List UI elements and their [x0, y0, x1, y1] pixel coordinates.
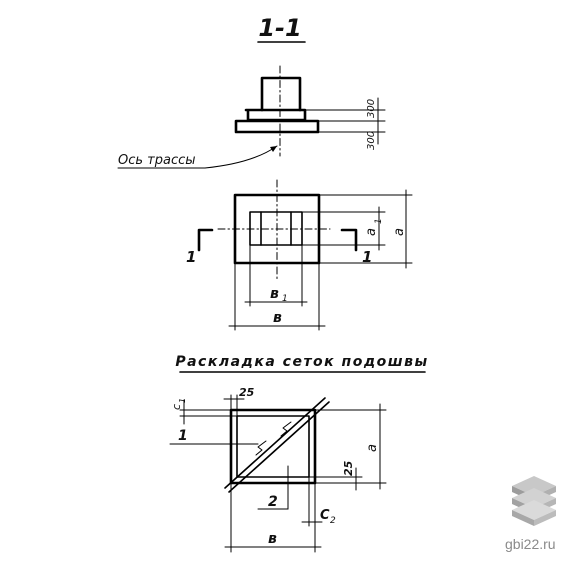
mesh-title-group: Раскладка сеток подошвы — [175, 354, 428, 373]
mesh-label-2: 2 — [268, 494, 278, 510]
plan-dim-a1: a — [364, 228, 379, 236]
cut-mark-right-label: 1 — [362, 248, 372, 266]
axis-label-leader — [204, 145, 278, 169]
section-title: 1-1 — [258, 14, 301, 42]
mesh-layout: 25 c 1 1 2 25 a C 2 в — [169, 386, 387, 553]
mesh-break-1 — [255, 440, 267, 456]
base-slab — [234, 119, 320, 134]
mesh-outline — [236, 415, 310, 478]
mesh-dim-25-right: 25 — [342, 460, 355, 476]
section-title-group: 1-1 — [257, 14, 306, 43]
cut-mark-left-label: 1 — [186, 248, 196, 266]
mesh-diagonal-2 — [228, 401, 330, 493]
cut-mark-right — [340, 228, 358, 252]
cut-mark-left — [197, 228, 214, 252]
column-outline — [260, 76, 302, 112]
plan-dim-a: a — [392, 228, 407, 236]
mesh-title: Раскладка сеток подошвы — [175, 354, 428, 370]
mesh-label-1: 1 — [178, 428, 188, 444]
mesh-c2: C — [320, 508, 330, 523]
mesh-c1-sub: 1 — [178, 398, 187, 403]
dim-300-bottom: 300 — [366, 131, 377, 150]
watermark-text: gbi22.ru — [505, 536, 556, 552]
plan-dim-b: в — [273, 310, 282, 326]
mesh-diagonal-1 — [224, 397, 326, 489]
mesh-dim-25-top: 25 — [239, 386, 255, 399]
plan-dim-a1-sub: 1 — [374, 218, 384, 224]
mesh-slab-outline — [229, 408, 317, 485]
mesh-c1: c — [170, 404, 183, 410]
dim-300-top: 300 — [366, 99, 377, 118]
axis-leader-arrow — [270, 146, 277, 152]
mesh-dim-a: a — [365, 444, 380, 452]
mesh-c2-sub: 2 — [330, 516, 336, 526]
section-elevation: 300 300 Ось трассы — [117, 65, 386, 169]
axis-label: Ось трассы — [118, 153, 196, 168]
watermark-logo — [512, 476, 556, 526]
upper-step — [244, 108, 307, 122]
plan-dim-b1: в — [270, 286, 279, 302]
mesh-dim-b: в — [268, 531, 277, 547]
plan-view: 1 1 a a 1 в 1 в — [186, 179, 413, 331]
mesh-break-2 — [280, 421, 292, 437]
plan-dim-b1-sub: 1 — [282, 294, 288, 304]
